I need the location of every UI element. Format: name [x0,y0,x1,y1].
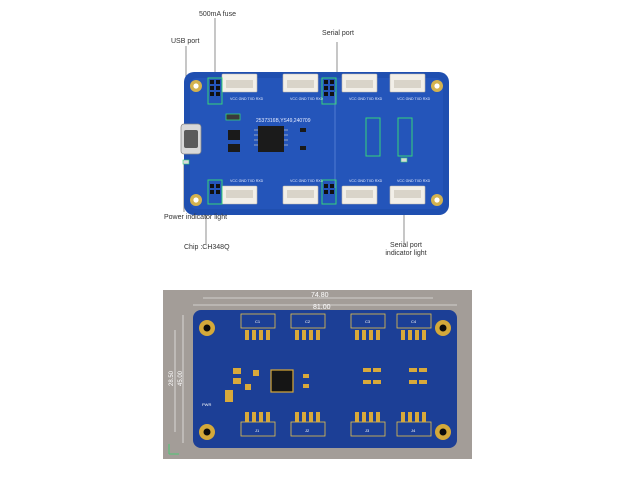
silk-code: 2537316B,YS49,240709 [256,118,311,124]
svg-text:VCC GND TXD RXD: VCC GND TXD RXD [349,97,383,101]
dim-height: 28.50 [169,370,175,386]
svg-text:VCC GND TXD RXD: VCC GND TXD RXD [290,97,324,101]
layout-chip [270,369,294,393]
fuse-callout: 500mA fuse [199,11,236,18]
ref-j2: J2 [305,428,310,433]
svg-text:VCC GND TXD RXD: VCC GND TXD RXD [290,179,324,183]
pcb-layout-drawing: 74.80 81.00 28.50 45.00 [163,290,472,459]
ref-c1: C1 [255,319,261,324]
ch348q-chip [258,126,284,152]
serial-callout: Serial port [322,30,354,37]
fuse [225,113,241,121]
pwr-label: PWR [202,402,211,407]
svg-text:VCC GND TXD RXD: VCC GND TXD RXD [349,179,383,183]
ref-c4: C4 [411,319,417,324]
svg-text:VCC GND TXD RXD: VCC GND TXD RXD [397,179,431,183]
dim-inner-width: 81.00 [313,304,331,311]
ref-j3: J3 [365,428,370,433]
dim-inner-height: 45.00 [178,370,184,386]
ref-j4: J4 [411,428,416,433]
power-led [182,159,190,165]
ref-c2: C2 [305,319,311,324]
usb-callout: USB port [171,38,200,45]
svg-text:VCC GND TXD RXD: VCC GND TXD RXD [230,97,264,101]
ref-j1: J1 [255,428,260,433]
serial-led [400,157,408,163]
pcb-render: VCC GND TXD RXD VCC GND TXD RXD VCC GND … [180,18,449,244]
svg-text:VCC GND TXD RXD: VCC GND TXD RXD [230,179,264,183]
serial-led-callout: Serial port indicator light [385,242,427,257]
ref-c3: C3 [365,319,371,324]
chip-callout: Chip :CH348Q [184,244,230,251]
svg-text:VCC GND TXD RXD: VCC GND TXD RXD [397,97,431,101]
power-led-callout: Power indicator light [164,214,228,221]
dim-width: 74.80 [311,292,329,299]
